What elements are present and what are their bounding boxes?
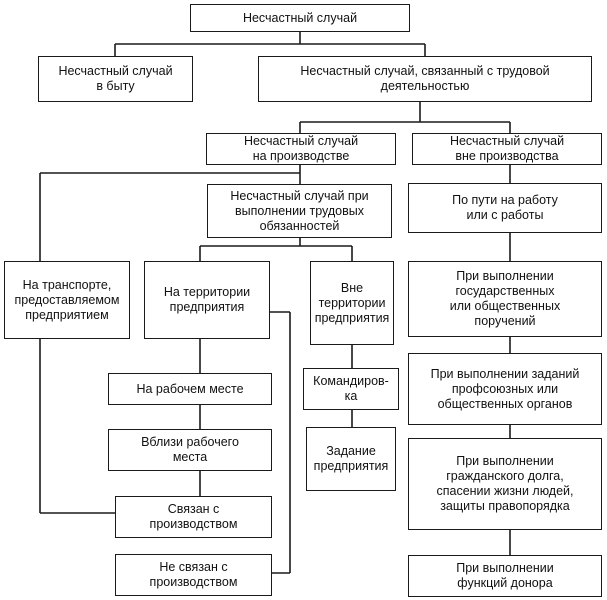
node-outside-production: Несчастный случай вне производства (412, 133, 602, 165)
node-workplace: На рабочем месте (108, 373, 272, 405)
node-related: Связан с производством (115, 496, 272, 538)
node-state-duties: При выполнении государственных или общес… (408, 261, 602, 337)
node-household: Несчастный случай в быту (38, 56, 193, 102)
node-civic-duty: При выполнении гражданского долга, спасе… (408, 438, 602, 530)
node-during-duties: Несчастный случай при выполнении трудовы… (207, 184, 392, 238)
node-labor: Несчастный случай, связанный с трудовой … (258, 56, 592, 102)
node-business-trip: Командиров- ка (303, 368, 399, 410)
node-company-task: Задание предприятия (306, 427, 396, 491)
node-outside-territory: Вне территории предприятия (310, 261, 394, 345)
node-transport: На транспорте, предоставляемом предприят… (4, 261, 130, 339)
node-territory: На территории предприятия (144, 261, 270, 339)
node-near-workplace: Вблизи рабочего места (108, 429, 272, 471)
node-root: Несчастный случай (190, 4, 410, 32)
node-at-production: Несчастный случай на производстве (206, 133, 396, 165)
node-union-tasks: При выполнении заданий профсоюзных или о… (408, 353, 602, 425)
node-commute: По пути на работу или с работы (408, 183, 602, 233)
node-donor: При выполнении функций донора (408, 555, 602, 597)
node-not-related: Не связан с производством (115, 554, 272, 596)
